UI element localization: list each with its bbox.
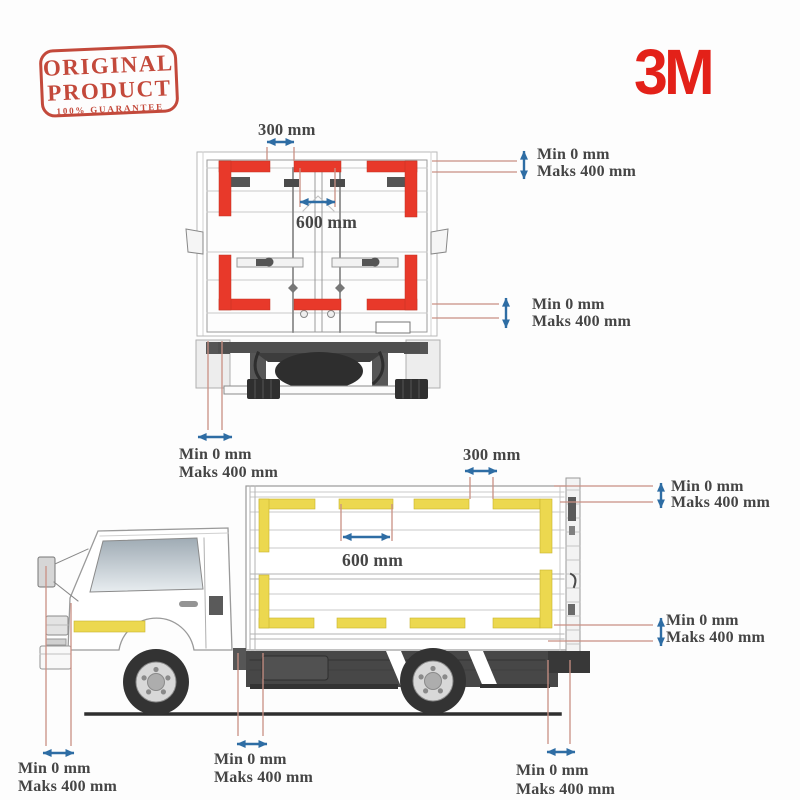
original-product-stamp: ORIGINAL PRODUCT 100% GUARANTEE — [38, 44, 180, 118]
leader-lines — [45, 147, 653, 746]
rear-length-label: 600 mm — [296, 212, 357, 232]
rear-offset-mid-right-maks: Maks 400 mm — [532, 313, 632, 330]
rear-offset-mid-right-min: Min 0 mm — [532, 296, 605, 313]
rear-gap-label: 300 mm — [258, 120, 316, 139]
side-offset-bottom-rear-min: Min 0 mm — [516, 762, 589, 779]
side-gap-label: 300 mm — [463, 445, 521, 464]
side-length-label: 600 mm — [342, 550, 403, 570]
3m-logo: 3M — [634, 36, 715, 108]
side-yellow-tape — [73, 498, 553, 633]
side-offset-front-maks: Maks 400 mm — [18, 778, 118, 795]
rear-offset-bottom-left-maks: Maks 400 mm — [179, 464, 279, 481]
license-plate — [375, 321, 411, 334]
side-offset-bottom-mid-min: Min 0 mm — [214, 751, 287, 768]
side-offset-bottom-rear-maks: Maks 400 mm — [516, 781, 616, 798]
side-offset-top-rear-maks: Maks 400 mm — [671, 494, 771, 511]
right-mirror — [430, 228, 449, 255]
side-offset-bottom-mid-maks: Maks 400 mm — [214, 769, 314, 786]
rear-offset-bottom-left-min: Min 0 mm — [179, 446, 252, 463]
rear-red-tape — [218, 160, 418, 311]
front-wheel — [123, 649, 189, 715]
door-handle — [179, 601, 198, 607]
left-mirror — [185, 228, 204, 255]
door-latches — [236, 257, 399, 268]
rear-offset-top-right-maks: Maks 400 mm — [537, 163, 637, 180]
cab-window — [89, 537, 204, 593]
side-offset-top-rear-min: Min 0 mm — [671, 478, 744, 495]
truck-rear-view — [185, 151, 449, 399]
rear-wheels — [247, 379, 428, 399]
rear-wheel — [400, 648, 466, 714]
front-bumper — [39, 645, 72, 670]
fuel-tank — [261, 655, 329, 681]
rear-bumper — [218, 342, 420, 353]
rear-offset-top-right-min: Min 0 mm — [537, 146, 610, 163]
truck-side-view — [37, 477, 590, 716]
rear-axle — [275, 352, 363, 390]
side-offset-lower-rear-maks: Maks 400 mm — [666, 629, 766, 646]
dimension-arrows — [42, 138, 665, 757]
side-offset-lower-rear-min: Min 0 mm — [666, 612, 739, 629]
side-offset-front-min: Min 0 mm — [18, 760, 91, 777]
